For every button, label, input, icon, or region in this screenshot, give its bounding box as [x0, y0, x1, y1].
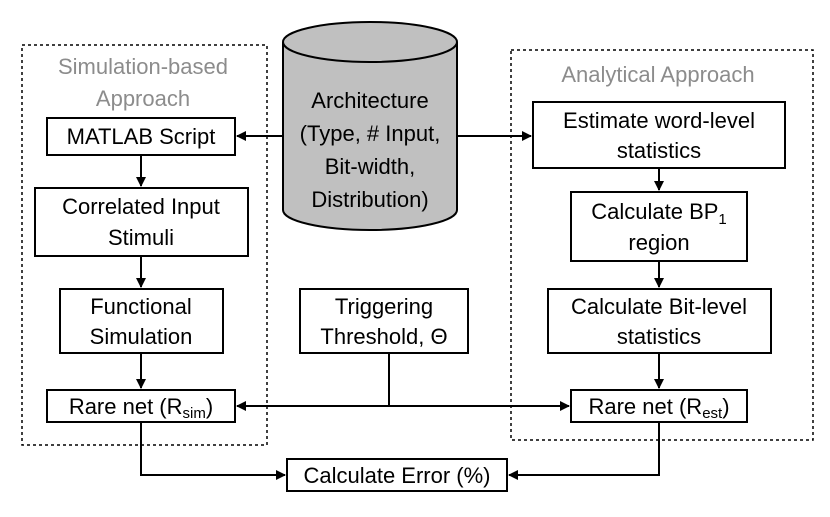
simulation-group-title: Simulation-based [58, 54, 228, 79]
matlab-script-label: MATLAB Script [67, 124, 216, 149]
functional-simulation-label-line2: Simulation [90, 324, 193, 349]
simulation-group-title-line2: Approach [96, 86, 190, 111]
triggering-threshold-label: Triggering [335, 294, 433, 319]
connectors [136, 131, 664, 480]
correlated-input-label-line2: Stimuli [108, 225, 174, 250]
arrow-rare-sim-to-error [140, 422, 286, 480]
analytical-group-title: Analytical Approach [561, 62, 754, 87]
calculate-bit-level-box [547, 288, 772, 354]
estimate-word-level-box [532, 101, 786, 169]
cylinder-body [282, 42, 458, 231]
architecture-type-label: (Type, # Input, [300, 121, 441, 146]
functional-simulation-box [59, 288, 224, 354]
triggering-threshold-label-line2: Threshold, Θ [320, 324, 447, 349]
calculate-bp-label-line2: region [628, 230, 689, 255]
estimate-word-level-label: Estimate word-level [563, 108, 755, 133]
architecture-distribution-label: Distribution) [311, 187, 428, 212]
architecture-database: Architecture (Type, # Input, Bit-width, … [282, 21, 458, 231]
triggering-threshold-box [299, 288, 469, 354]
rare-net-est-label: Rare net (Rest) [588, 394, 729, 422]
calculate-bp-label: Calculate BP1 [591, 199, 727, 228]
matlab-script-box [46, 117, 236, 156]
architecture-label: Architecture [311, 88, 428, 113]
cylinder-top [282, 21, 458, 63]
correlated-input-box [34, 187, 249, 257]
analytical-group-border [510, 49, 814, 441]
arrow-rare-est-to-error [508, 422, 660, 480]
rare-net-sim-label: Rare net (Rsim) [69, 394, 213, 422]
calculate-error-box [286, 458, 508, 492]
estimate-word-level-label-line2: statistics [617, 138, 701, 163]
rare-net-est-box [570, 389, 748, 423]
simulation-group-border [21, 44, 268, 446]
calculate-bp-box [570, 191, 748, 262]
calculate-bit-level-label-line2: statistics [617, 324, 701, 349]
functional-simulation-label: Functional [90, 294, 192, 319]
architecture-bitwidth-label: Bit-width, [325, 154, 415, 179]
calculate-error-label: Calculate Error (%) [303, 463, 490, 488]
calculate-bit-level-label: Calculate Bit-level [571, 294, 747, 319]
correlated-input-label: Correlated Input [62, 194, 220, 219]
